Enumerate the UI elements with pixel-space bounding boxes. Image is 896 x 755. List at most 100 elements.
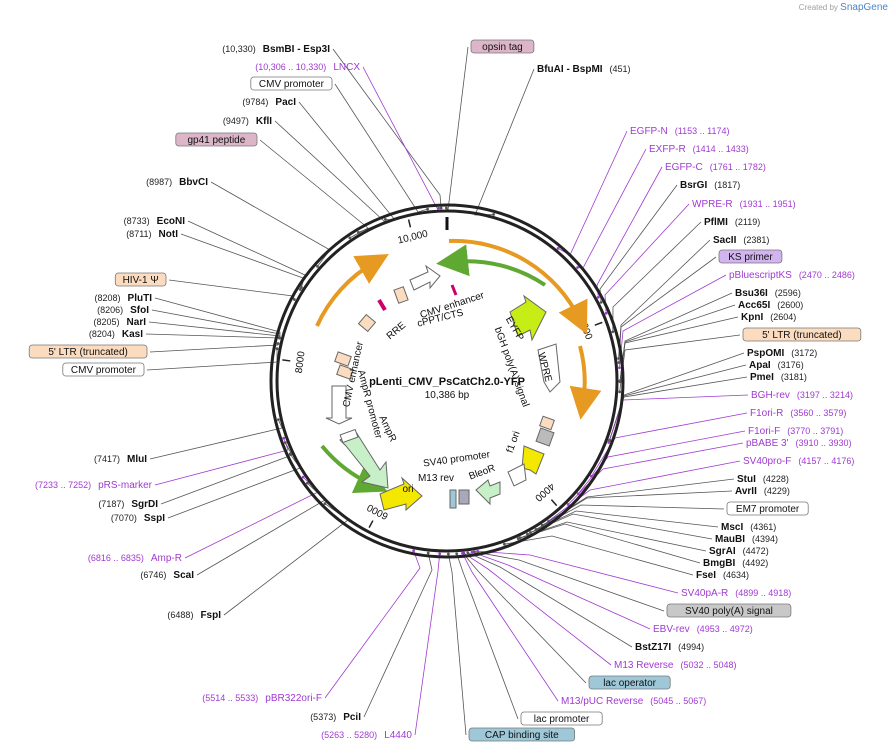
leader-line: [463, 552, 612, 666]
enzyme-label: StuI(4228): [737, 474, 789, 485]
site-name: SgrAI: [709, 546, 736, 557]
enzyme-label: (8711)NotI: [126, 229, 178, 240]
site-position: (8204): [89, 329, 115, 339]
enzyme-label: (8208) PluTI: [95, 293, 153, 304]
site-name: PluTI: [128, 293, 153, 304]
site-dot: [455, 552, 459, 556]
enzyme-label: PflMI (2119): [704, 217, 760, 228]
enzyme-label: (8204)KasI: [89, 329, 143, 340]
site-name: SfoI: [130, 305, 149, 316]
site-dot: [305, 481, 309, 485]
site-position: (8711): [126, 229, 151, 239]
site-label: (7233 .. 7252)pRS-marker: [35, 480, 153, 491]
site-position: (6488): [167, 610, 193, 620]
site-position: (3910 .. 3930): [796, 438, 852, 448]
site-label: (9497)KflI: [223, 116, 272, 127]
site-label: (7187)SgrDI: [98, 499, 158, 510]
leader-line: [474, 68, 535, 216]
site-label: FseI(4634): [696, 570, 749, 581]
enzyme-label: PmeI(3181): [750, 372, 807, 383]
site-label: PspOMI (3172): [747, 348, 817, 359]
leader-line: [324, 550, 421, 699]
enzyme-label: (5373)PciI: [310, 712, 361, 723]
site-position: (1414 .. 1433): [693, 144, 749, 154]
site-position: (8208): [95, 293, 121, 303]
site-position: (1931 .. 1951): [740, 199, 796, 209]
site-label: pBABE 3'(3910 .. 3930): [746, 438, 852, 449]
site-label: (6746)ScaI: [140, 570, 194, 581]
leader-line: [609, 352, 745, 441]
site-dot: [348, 236, 352, 240]
site-label: SV40 poly(A) signal: [666, 603, 792, 618]
site-name: PflMI: [704, 217, 728, 228]
feature-label-text: lac promoter: [534, 714, 590, 725]
leader-line: [471, 551, 651, 630]
enzyme-label: SgrAI(4472): [709, 546, 769, 557]
site-name: StuI: [737, 474, 756, 485]
site-name: WPRE-R: [692, 199, 733, 210]
site-label: (10,306 .. 10,330)LNCX: [255, 62, 360, 73]
enzyme-label: (7187)SgrDI: [98, 499, 158, 510]
site-name: KpnI: [741, 312, 763, 323]
site-position: (1761 .. 1782): [710, 162, 766, 172]
site-dot: [607, 441, 611, 444]
cmv-left-arrow: [325, 385, 353, 425]
site-label: 5' LTR (truncated): [742, 327, 862, 342]
enzyme-label: (8206)SfoI: [97, 305, 149, 316]
site-name: EXFP-R: [649, 144, 686, 155]
site-position: (4994): [678, 642, 704, 652]
site-label: CMV promoter: [62, 362, 145, 377]
site-label: (10,330)BsmBI - Esp3I: [222, 44, 330, 55]
site-label: AvrII(4229): [735, 486, 790, 497]
enzyme-label: (7070)SspI: [111, 513, 165, 524]
feature-label-box: [666, 603, 792, 618]
ruler-tick-label: 10,000: [397, 229, 430, 247]
site-name: BstZ17I: [635, 642, 671, 653]
site-dot: [292, 298, 296, 301]
feature-label-text: 5' LTR (truncated): [762, 330, 842, 341]
site-position: (3197 .. 3214): [797, 390, 853, 400]
site-name: FspI: [200, 610, 221, 621]
site-name: BsrGI: [680, 180, 707, 191]
site-dot: [516, 537, 520, 541]
leader-line: [477, 550, 679, 594]
feature-label-box: [588, 675, 671, 690]
site-name: MauBI: [715, 534, 745, 545]
enzyme-label: BsrGI(1817): [680, 180, 740, 191]
enzyme-label: (8205)NarI: [94, 317, 147, 328]
site-name: L4440: [384, 730, 412, 741]
site-name: SspI: [144, 513, 165, 524]
site-dot: [301, 475, 305, 479]
feature-label-box: [520, 711, 603, 726]
leader-line: [145, 333, 281, 339]
enzyme-label: KpnI(2604): [741, 312, 796, 323]
orange-arc-arrow-left: [315, 254, 389, 327]
site-position: (5263 .. 5280): [321, 730, 377, 740]
site-dot: [566, 503, 570, 506]
site-position: (7417): [94, 454, 120, 464]
site-position: (8733): [124, 216, 150, 226]
feature-label-box: [175, 132, 258, 147]
feature-label-text: CMV promoter: [71, 365, 137, 376]
site-dot: [596, 295, 600, 299]
site-name: PspOMI: [747, 348, 784, 359]
site-name: AvrII: [735, 486, 757, 497]
credit-prefix: Created by: [798, 3, 838, 12]
leader-line: [274, 120, 386, 233]
site-position: (3770 .. 3791): [787, 426, 843, 436]
green-arc-arrow-top: [436, 244, 547, 287]
site-name: EGFP-C: [665, 162, 703, 173]
site-name: M13 Reverse: [614, 660, 674, 671]
enzyme-label: BstZ17I (4994): [635, 642, 704, 653]
leader-line: [196, 482, 326, 576]
site-position: (2119): [735, 217, 760, 227]
site-position: (3172): [791, 348, 817, 358]
orange-arc-arrow-right: [569, 345, 602, 420]
site-position: (4394): [752, 534, 778, 544]
leader-line: [149, 419, 283, 460]
site-name: EcoNI: [157, 216, 186, 227]
site-label: Acc65I(2600): [738, 300, 803, 311]
site-name: BbvCI: [179, 177, 208, 188]
gp41-marker: [377, 298, 387, 312]
site-label: (7070)SspI: [111, 513, 165, 524]
